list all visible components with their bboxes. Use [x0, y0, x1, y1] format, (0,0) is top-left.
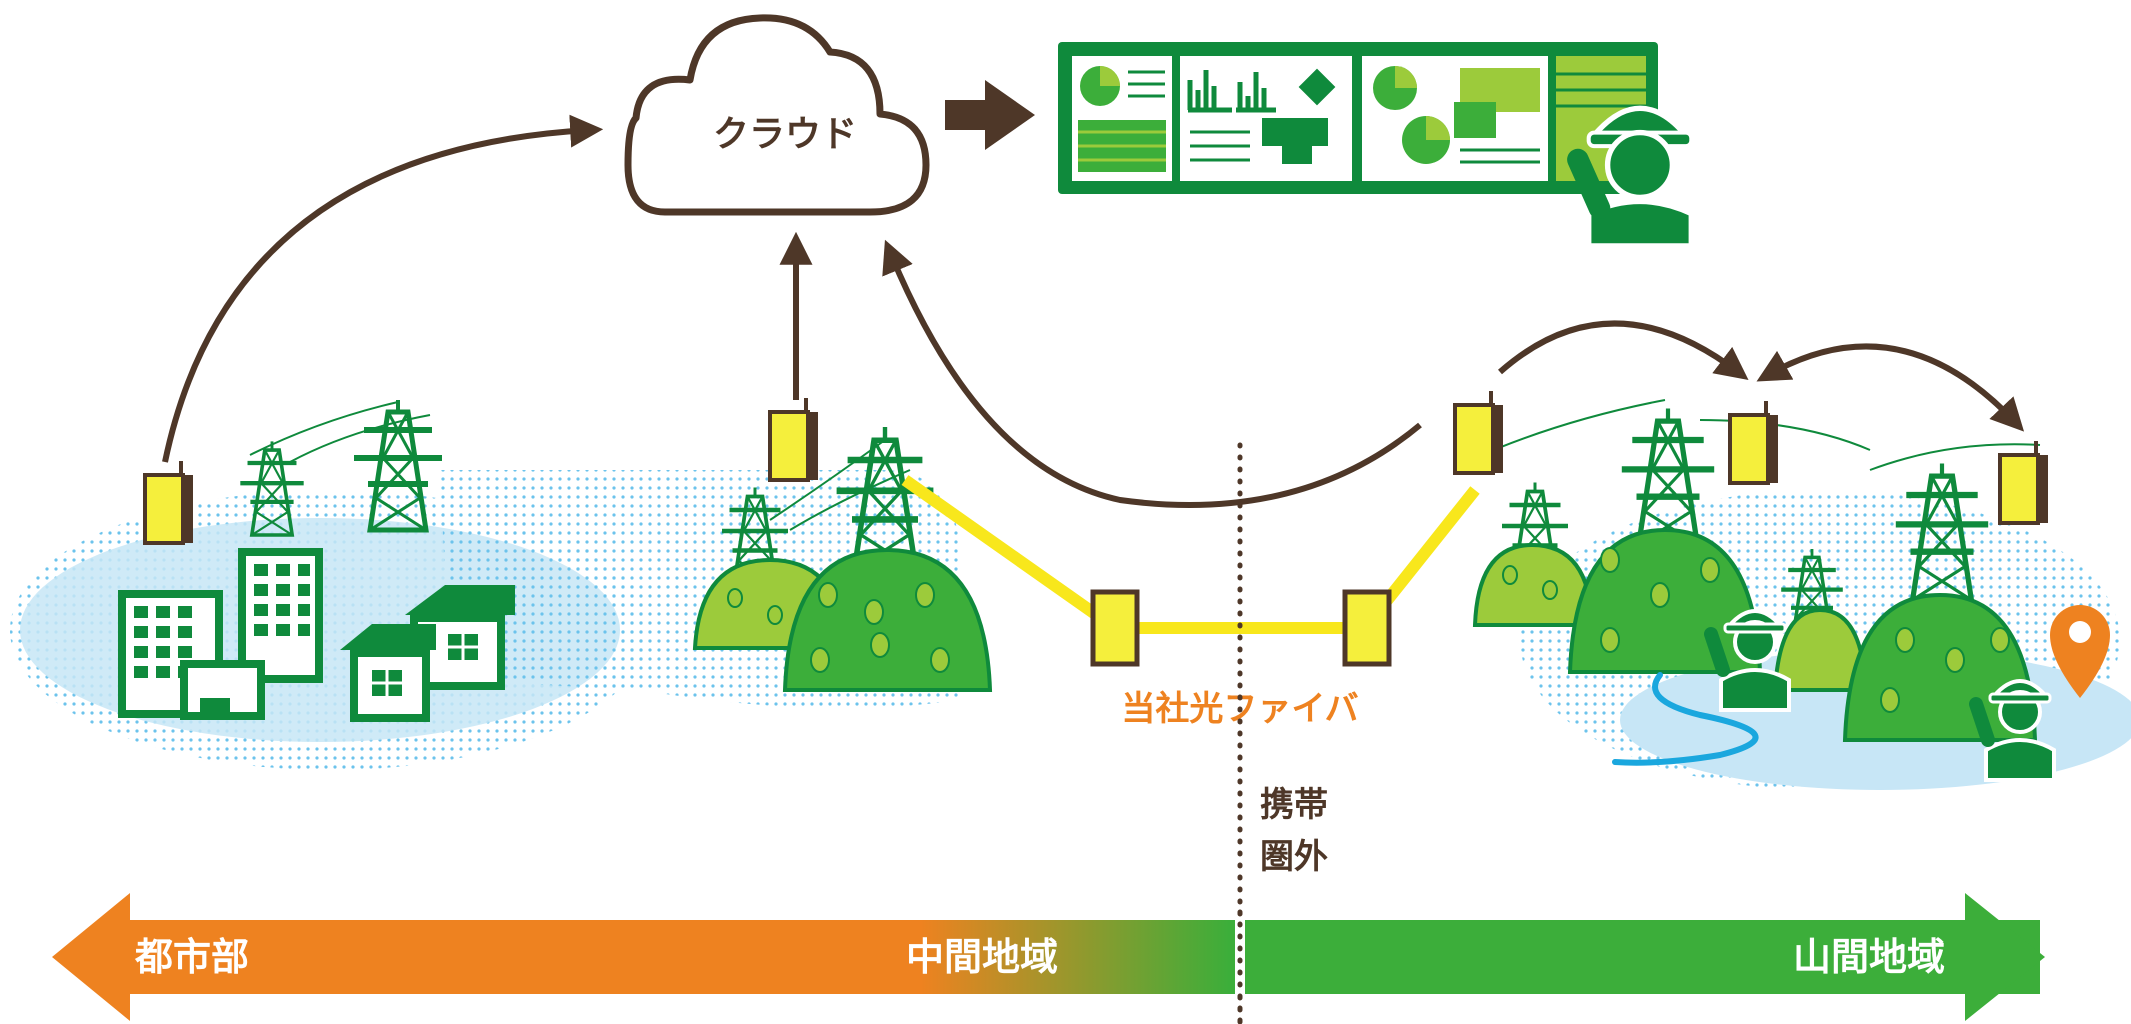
region-label-urban: 都市部	[134, 935, 249, 979]
location-pin-icon	[2050, 605, 2110, 698]
monitoring-dashboard	[1058, 42, 1658, 194]
cloud-label: クラウド	[713, 114, 857, 155]
city-sensor	[143, 459, 195, 545]
relay-arrow-1-to-2	[1498, 320, 1749, 380]
mountain-sensor-1	[1453, 389, 1505, 475]
cloud-icon	[624, 14, 930, 216]
no-coverage-label-line2: 圏外	[1260, 837, 1328, 877]
mountain-hill-trees	[1502, 547, 2010, 713]
intermediate-power-lines	[769, 439, 911, 531]
mountain-sensor-2	[1728, 399, 1780, 485]
no-coverage-label-line1: 携帯	[1260, 785, 1328, 825]
fiber-relay-left	[1090, 589, 1140, 667]
relay-arrow-2-to-3	[1756, 343, 2025, 432]
fiber-relay-right	[1342, 589, 1392, 667]
region-label-mountain: 山間地域	[1793, 935, 1945, 979]
region-axis-bar	[52, 893, 2045, 1021]
city-power-lines	[249, 401, 431, 463]
intermediate-sensor	[768, 396, 820, 482]
city-buildings	[118, 548, 515, 722]
region-label-intermediate: 中間地域	[906, 935, 1058, 979]
city-to-cloud-arrow	[162, 114, 604, 463]
intermediate-hill-trees	[727, 582, 950, 673]
operator-worker-icon	[1567, 105, 1695, 249]
mountain-sensor-3	[1998, 439, 2050, 525]
mountain-river	[1612, 672, 1759, 766]
mountain-sensor-to-cloud-arrow	[882, 239, 1422, 508]
cloud-to-dashboard-arrow	[945, 80, 1035, 150]
